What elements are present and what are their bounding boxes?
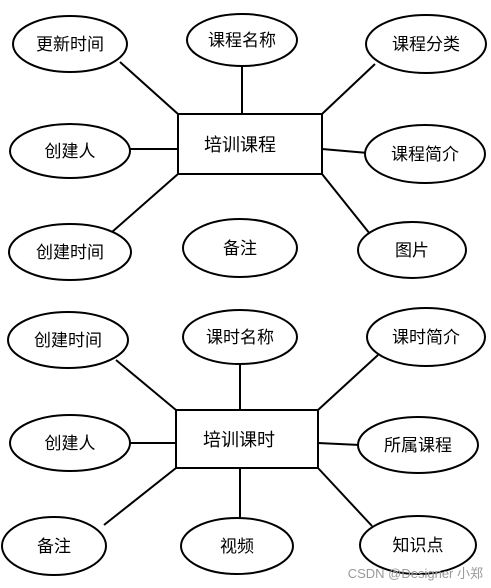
entity-label-training-lesson: 培训课时 [203,430,275,451]
attr-label-lesson-name: 课时名称 [206,328,274,348]
attr-label-video: 视频 [220,537,254,557]
attr-label-create-time: 创建时间 [36,243,104,263]
attr-ellipse-create-time [8,223,132,281]
entity-box-training-course [177,113,323,175]
attr-label-creator: 创建人 [45,434,96,454]
connector-create-time [115,359,177,411]
attr-label-parent-course: 所属课程 [384,436,452,456]
attr-ellipse-video [180,517,294,575]
attr-ellipse-remarks [1,516,107,576]
entity-label-training-course: 培训课程 [204,135,276,156]
attr-ellipse-knowledge-point [359,515,477,575]
connectors [111,61,376,235]
attr-label-course-intro: 课程简介 [391,145,459,165]
connector-course-category [321,63,376,115]
er-diagram-training-lesson: 培训课时 创建时间 课时名称 课时简介 创建人 所属课程 备注 视频 知识点 [1,307,486,576]
attr-ellipse-remarks [182,218,298,278]
connector-parent-course [317,442,361,446]
attr-label-course-category: 课程分类 [392,35,460,55]
attr-label-remarks: 备注 [37,537,71,557]
attr-label-update-time: 更新时间 [36,35,104,55]
attr-label-lesson-intro: 课时简介 [392,328,460,348]
connector-lesson-intro [317,354,379,411]
attr-ellipse-lesson-name [182,309,298,365]
attr-ellipse-course-category [365,14,487,74]
watermark: CSDN @Designer 小郑 [347,566,483,581]
attr-ellipse-lesson-intro [366,307,486,367]
attr-label-knowledge-point: 知识点 [393,536,444,556]
connector-picture [321,173,371,235]
attr-ellipse-course-intro [364,124,486,184]
attr-label-remarks: 备注 [223,239,257,259]
attr-label-picture: 图片 [395,241,429,261]
entity-box-training-lesson [175,409,319,469]
attr-ellipse-creator [9,123,131,179]
connector-create-time [111,173,179,233]
connector-update-time [119,61,179,115]
er-diagram-training-course: 培训课程 更新时间 课程名称 课程分类 创建人 课程简介 创建时间 备注 图片 [8,13,487,281]
attr-ellipse-parent-course [357,416,479,474]
connector-course-intro [321,148,369,154]
connectors [103,354,379,527]
attr-label-course-name: 课程名称 [208,31,276,51]
connector-remarks [103,467,177,526]
attr-ellipse-create-time [7,311,129,369]
attr-ellipse-update-time [12,15,128,73]
attr-label-create-time: 创建时间 [34,331,102,351]
attr-ellipse-course-name [186,13,298,67]
connector-knowledge-point [317,467,373,527]
attr-label-creator: 创建人 [45,142,96,162]
attr-ellipse-creator [9,414,131,472]
attr-ellipse-picture [357,221,467,279]
